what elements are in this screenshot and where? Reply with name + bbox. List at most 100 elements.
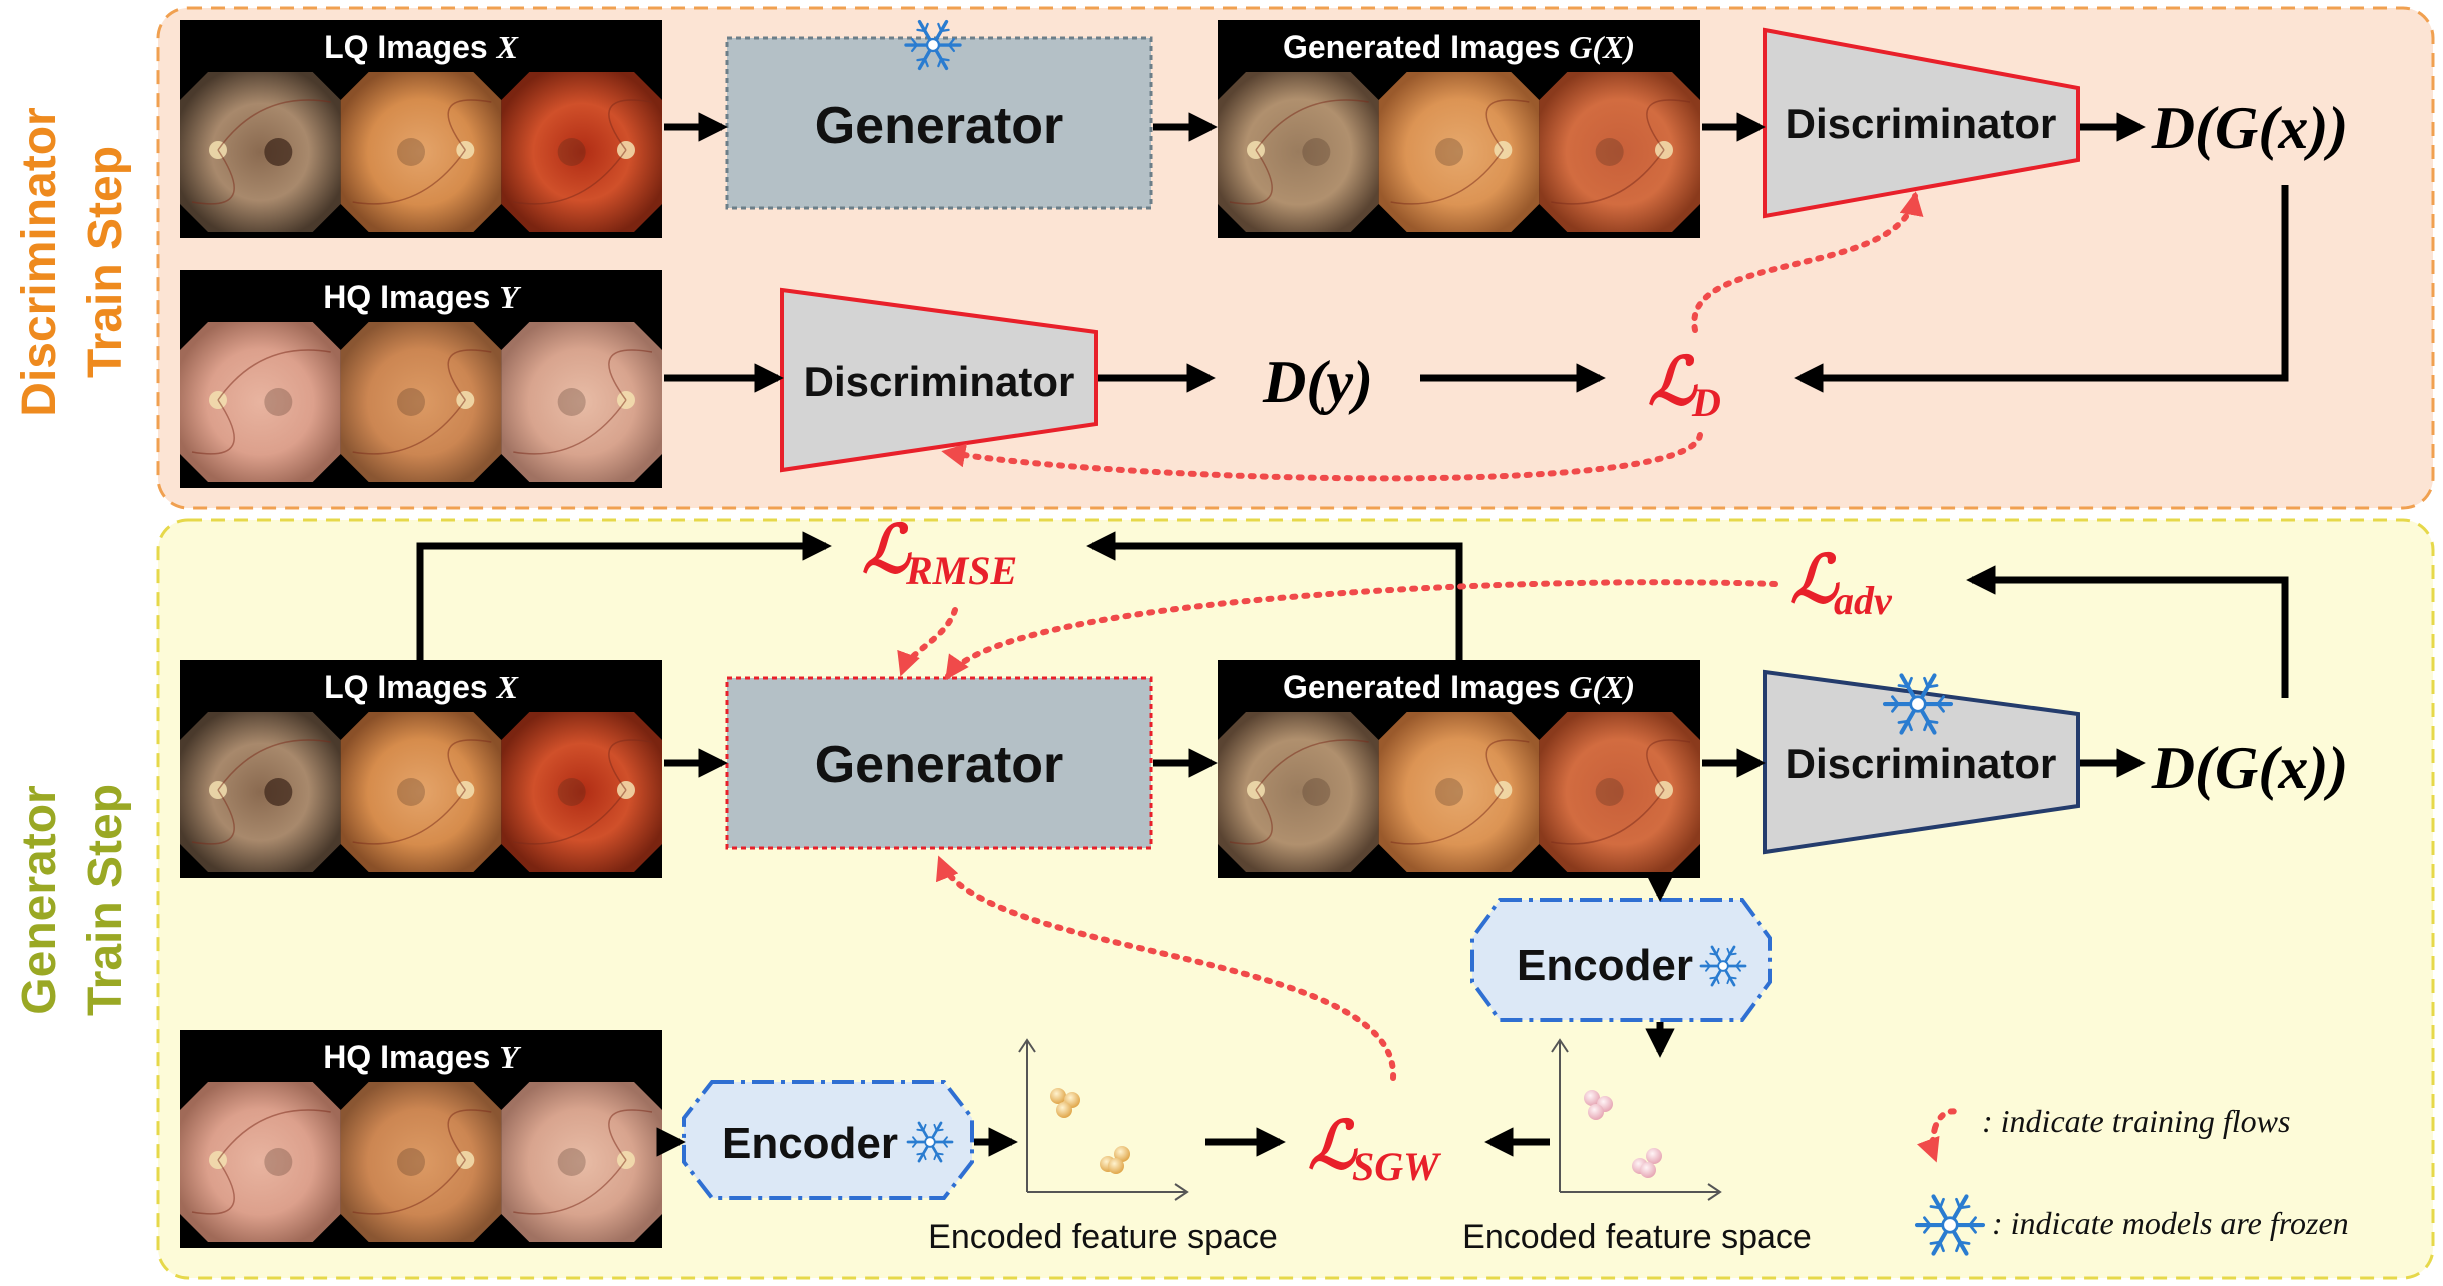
feature-space-left <box>1018 1038 1189 1201</box>
svg-text:Train Step: Train Step <box>79 146 132 378</box>
macula <box>557 778 586 806</box>
macula <box>1595 138 1624 166</box>
fundus-image <box>1378 72 1540 232</box>
fundus-image <box>180 72 341 232</box>
loss-sgw: ℒ SGW <box>1308 1110 1441 1189</box>
svg-text:Generator: Generator <box>13 785 66 1014</box>
macula <box>557 138 586 166</box>
generator-step-title: Generator Train Step <box>13 784 132 1016</box>
fundus-image <box>340 322 502 482</box>
vessel-lines <box>513 99 653 205</box>
snowflake-icon-encoder-mid <box>1699 945 1747 987</box>
generated-images-strip-top: Generated Images G(X) <box>1218 20 1700 238</box>
fundus-image <box>501 322 662 482</box>
svg-text:Generator: Generator <box>815 736 1064 794</box>
vessel-lines <box>513 1109 653 1215</box>
macula <box>397 778 425 806</box>
discriminator-block-top: Discriminator <box>1763 27 2080 219</box>
svg-text:adv: adv <box>1834 578 1893 623</box>
svg-text:Encoder: Encoder <box>722 1119 898 1168</box>
fundus-image <box>180 712 341 872</box>
fundus-image <box>1218 712 1379 872</box>
fundus-image <box>1539 712 1700 872</box>
fundus-image <box>1539 72 1700 232</box>
output-dgx-top: D(G(x)) <box>2151 95 2349 161</box>
discriminator-block-mid: Discriminator <box>1763 669 2080 855</box>
discriminator-block-hq: Discriminator <box>780 287 1098 473</box>
fundus-image <box>501 1082 662 1242</box>
vessel-lines <box>352 99 492 205</box>
black-flow-arrows <box>416 112 2289 1157</box>
output-dgx-mid: D(G(x)) <box>2151 735 2349 801</box>
svg-text:Discriminator: Discriminator <box>13 107 66 416</box>
macula <box>397 388 425 416</box>
svg-text:D: D <box>1691 380 1721 425</box>
feature-space-left-label: Encoded feature space <box>928 1218 1278 1256</box>
snowflake-icon-discriminator-mid <box>1882 673 1954 735</box>
macula <box>397 1148 425 1176</box>
legend: : indicate training flows <box>1917 1103 2290 1163</box>
generated-images-strip-mid: Generated Images G(X) <box>1218 660 1700 878</box>
feature-space-right <box>1551 1038 1722 1201</box>
macula <box>397 138 425 166</box>
macula <box>1435 138 1463 166</box>
strip-caption: Generated Images G(X) <box>1283 29 1635 65</box>
vessel-lines <box>191 99 331 205</box>
svg-text:: indicate training flows: : indicate training flows <box>1982 1103 2290 1139</box>
strip-caption: Generated Images G(X) <box>1283 669 1635 705</box>
fundus-image <box>340 72 502 232</box>
training-flow-arrows <box>897 191 1924 1081</box>
feature-space-right-label: Encoded feature space <box>1462 1218 1812 1256</box>
output-dy: D(y) <box>1262 349 1373 415</box>
vessel-lines <box>191 349 331 455</box>
fundus-image <box>180 1082 341 1242</box>
svg-text:SGW: SGW <box>1352 1144 1441 1189</box>
generator-block-mid: Generator <box>725 676 1153 850</box>
lq-images-strip-top: LQ Images X <box>180 20 662 238</box>
svg-text:Generator: Generator <box>815 97 1064 155</box>
vessel-lines <box>352 739 492 845</box>
fundus-image <box>1218 72 1379 232</box>
hq-images-strip-bot: HQ Images Y <box>180 1030 662 1248</box>
vessel-lines <box>1551 99 1691 205</box>
macula <box>1435 778 1463 806</box>
fundus-image <box>1378 712 1540 872</box>
loss-rmse: ℒ RMSE <box>862 514 1017 593</box>
snowflake-icon-generator-top <box>904 19 962 71</box>
svg-text:Encoder: Encoder <box>1517 941 1693 990</box>
svg-text:Discriminator: Discriminator <box>1786 100 2057 147</box>
strip-caption: LQ Images X <box>324 29 519 65</box>
vessel-lines <box>1390 99 1530 205</box>
encoder-block-bot: Encoder <box>682 1080 974 1200</box>
macula <box>1595 778 1624 806</box>
vessel-lines <box>513 349 653 455</box>
macula <box>264 388 293 416</box>
svg-text:RMSE: RMSE <box>905 548 1017 593</box>
fundus-image <box>180 322 341 482</box>
legend-frozen-label: : indicate models are frozen <box>1992 1205 2349 1241</box>
svg-text:ℒ: ℒ <box>1308 1110 1358 1183</box>
svg-text:Discriminator: Discriminator <box>1786 740 2057 787</box>
macula <box>557 388 586 416</box>
macula <box>1302 138 1331 166</box>
macula <box>264 778 293 806</box>
vessel-lines <box>1390 739 1530 845</box>
fundus-image <box>340 1082 502 1242</box>
macula <box>1302 778 1331 806</box>
fundus-image <box>501 712 662 872</box>
fundus-image <box>340 712 502 872</box>
vessel-lines <box>191 739 331 845</box>
vessel-lines <box>191 1109 331 1215</box>
macula <box>557 1148 586 1176</box>
loss-d: ℒ D <box>1648 346 1721 425</box>
snowflake-icon-legend <box>1914 1194 1986 1256</box>
vessel-lines <box>513 739 653 845</box>
strip-caption: HQ Images Y <box>323 1039 521 1075</box>
loss-adv: ℒ adv <box>1790 544 1893 623</box>
fundus-image <box>501 72 662 232</box>
svg-text:ℒ: ℒ <box>1648 346 1698 419</box>
vessel-lines <box>1551 739 1691 845</box>
svg-text:ℒ: ℒ <box>862 514 912 587</box>
vessel-lines <box>352 349 492 455</box>
